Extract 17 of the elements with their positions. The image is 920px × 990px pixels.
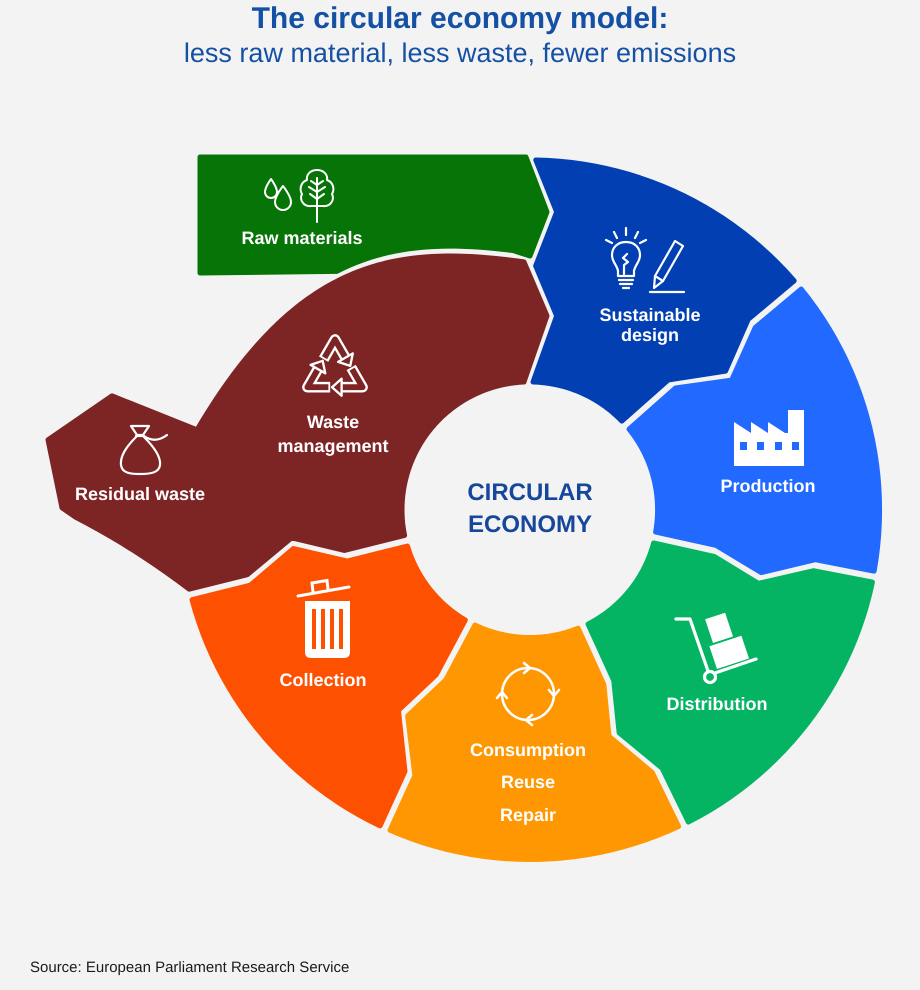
segment-label: Consumption [470,738,586,761]
segment-label: Raw materials [241,227,363,249]
segment-label: Sustainable design [599,304,700,345]
source-note: Source: European Parliament Research Service [30,958,350,978]
segment-label: Distribution [666,692,768,715]
segment-label: Repair [500,804,556,826]
ring-segment [530,157,798,424]
segment-label: Waste management [277,410,389,458]
ring-segment [188,543,468,830]
segment-label: Residual waste [74,482,206,505]
segment-label: Reuse [500,770,555,793]
segment-label: Production [720,474,816,497]
title: The circular economy model: less raw material, less waste, fewer emissions [184,2,736,70]
ring-segment [585,540,876,826]
hub-label: CIRCULAR ECONOMY [467,478,593,540]
segment-label: Collection [279,668,366,691]
arrow-banner [197,154,550,276]
